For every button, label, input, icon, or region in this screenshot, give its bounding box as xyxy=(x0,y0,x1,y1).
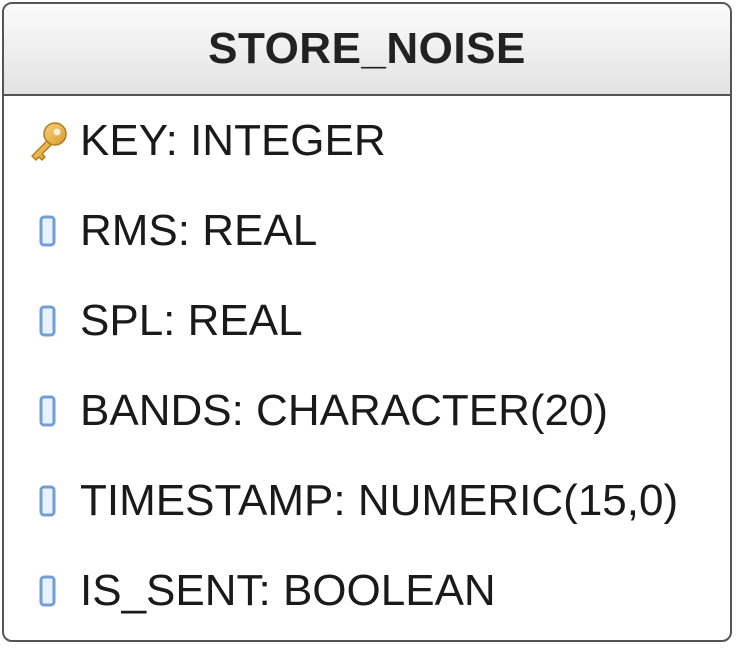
entity-title: STORE_NOISE xyxy=(208,24,526,73)
column-icon xyxy=(26,569,70,613)
entity-header: STORE_NOISE xyxy=(4,4,730,96)
attribute-label: KEY: INTEGER xyxy=(80,116,386,165)
column-icon xyxy=(26,479,70,523)
attribute-row-rms[interactable]: RMS: REAL xyxy=(4,186,730,276)
attribute-row-key[interactable]: KEY: INTEGER xyxy=(4,96,730,186)
entity-table[interactable]: STORE_NOISE KEY: INTEGER xyxy=(2,2,732,642)
column-icon xyxy=(26,389,70,433)
attribute-label: SPL: REAL xyxy=(80,296,303,345)
attribute-label: RMS: REAL xyxy=(80,206,318,255)
attribute-label: TIMESTAMP: NUMERIC(15,0) xyxy=(80,476,679,525)
attribute-row-is-sent[interactable]: IS_SENT: BOOLEAN xyxy=(4,546,730,636)
key-icon xyxy=(26,119,70,163)
attribute-label: BANDS: CHARACTER(20) xyxy=(80,386,609,435)
attribute-row-spl[interactable]: SPL: REAL xyxy=(4,276,730,366)
attribute-row-timestamp[interactable]: TIMESTAMP: NUMERIC(15,0) xyxy=(4,456,730,546)
attribute-label: IS_SENT: BOOLEAN xyxy=(80,566,496,615)
column-icon xyxy=(26,209,70,253)
column-icon xyxy=(26,299,70,343)
attribute-row-bands[interactable]: BANDS: CHARACTER(20) xyxy=(4,366,730,456)
